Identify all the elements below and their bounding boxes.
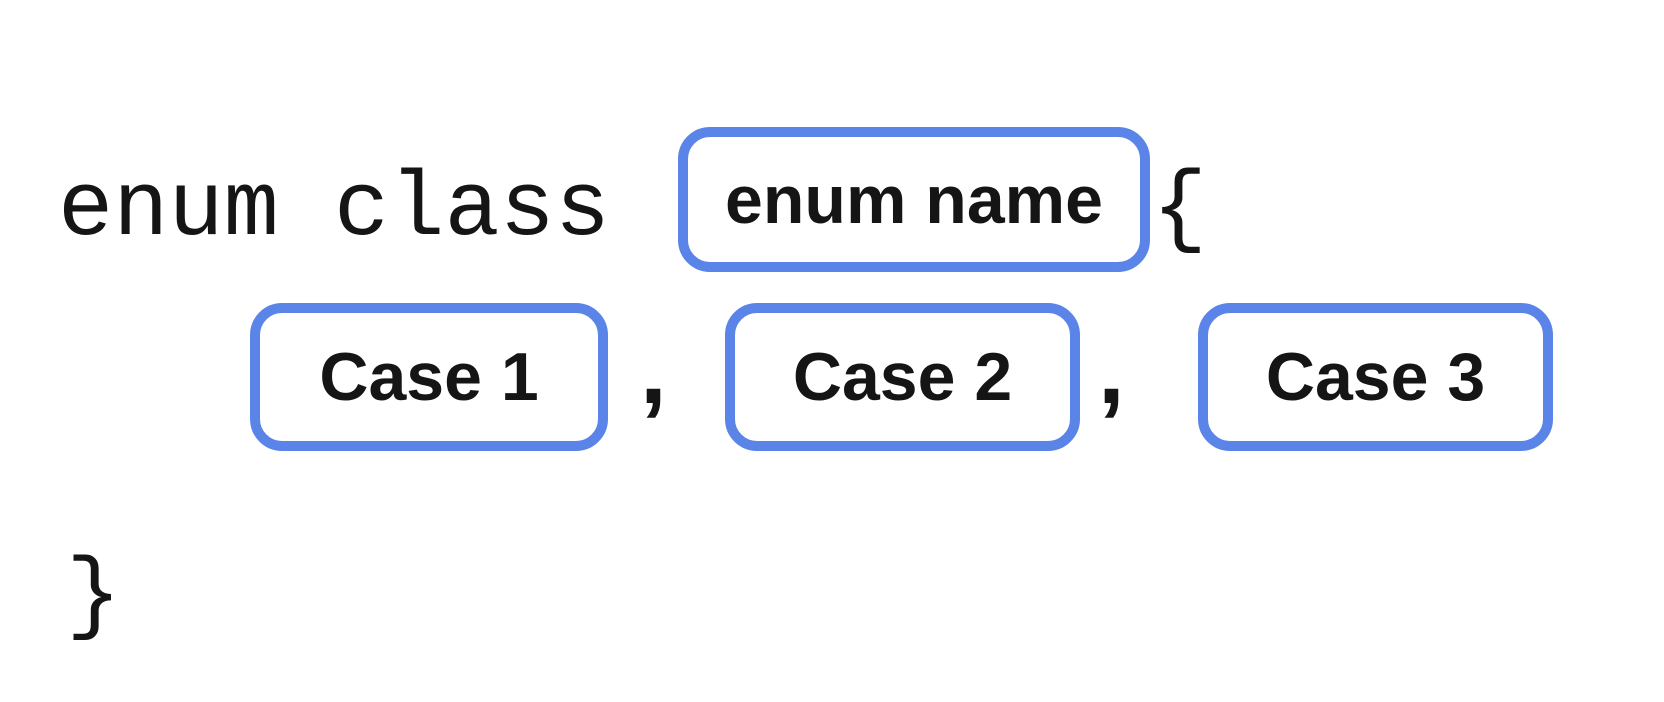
case-1-label: Case 1 <box>319 339 539 415</box>
open-brace: { <box>1152 157 1208 262</box>
enum-name-box: enum name <box>678 127 1150 272</box>
enum-name-label: enum name <box>725 161 1103 238</box>
enum-class-keyword: enum class <box>58 157 611 262</box>
case-1-box: Case 1 <box>250 303 608 451</box>
close-brace: } <box>66 544 122 649</box>
case-separator-comma-1: , <box>640 317 667 424</box>
case-3-label: Case 3 <box>1265 339 1486 415</box>
case-2-box: Case 2 <box>725 303 1080 451</box>
case-3-box: Case 3 <box>1198 303 1553 451</box>
case-separator-comma-2: , <box>1098 317 1125 424</box>
case-2-label: Case 2 <box>792 339 1013 415</box>
